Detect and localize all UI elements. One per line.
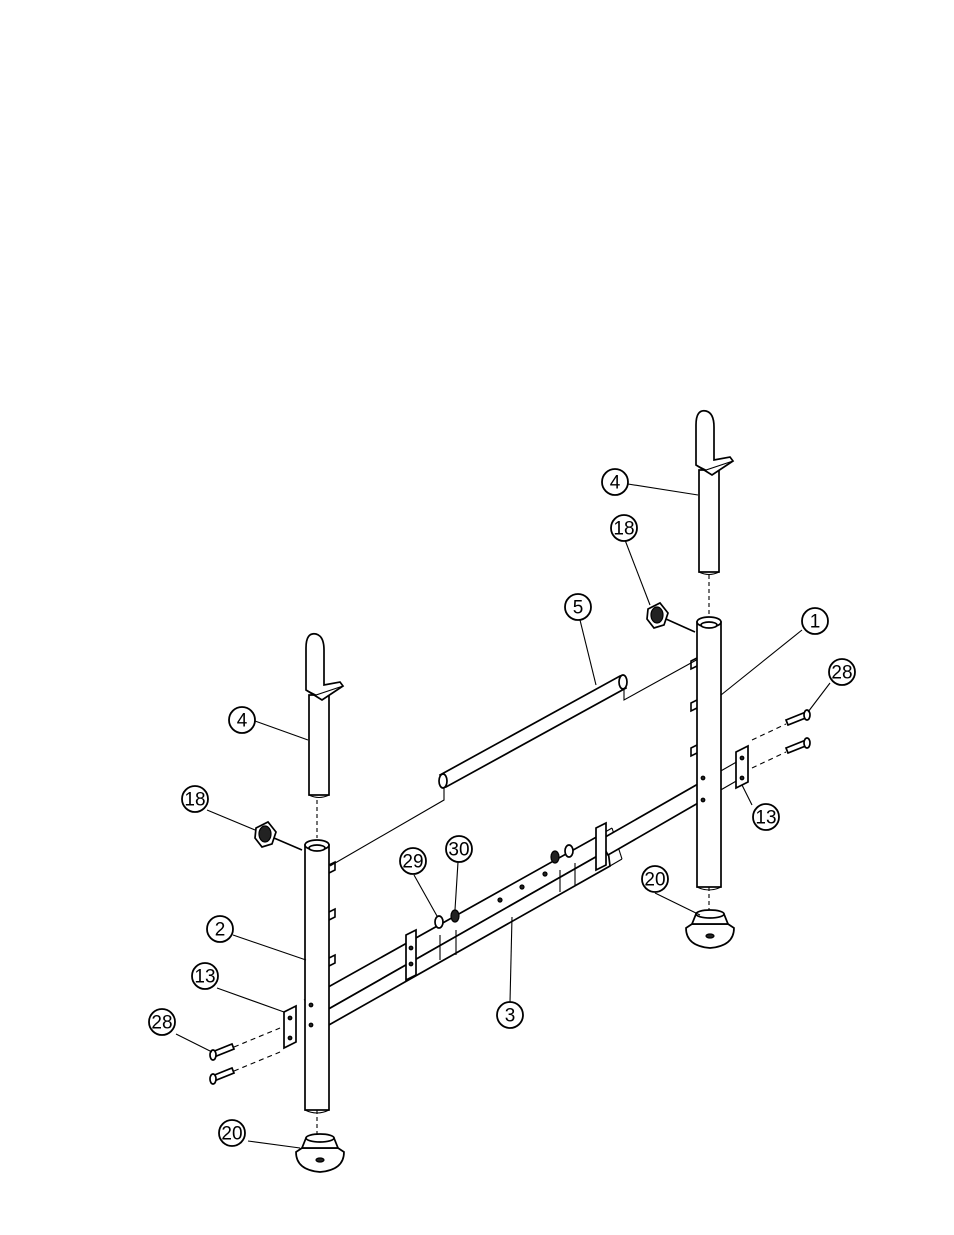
right-post-part-4	[696, 411, 733, 575]
callout-28-right-label: 28	[831, 663, 852, 684]
callout-20-right-label: 20	[644, 870, 665, 891]
callout-1: 1	[802, 608, 828, 634]
left-bracket-part-13	[284, 1006, 296, 1048]
right-knob-part-18	[647, 603, 695, 632]
callout-29: 29	[400, 848, 426, 874]
left-leg-part-2	[305, 800, 335, 1140]
callout-18-left-label: 18	[184, 790, 205, 811]
callout-28-left-label: 28	[151, 1013, 172, 1034]
left-foot-part-20	[296, 1134, 344, 1172]
callout-18-right-label: 18	[613, 519, 634, 540]
callout-20-left-label: 20	[221, 1124, 242, 1145]
right-bolts-part-28	[752, 710, 810, 768]
right-foot-part-20	[686, 910, 734, 948]
left-bolts-part-28	[210, 1028, 280, 1084]
callout-30-label: 30	[448, 840, 469, 861]
callout-20-right: 20	[642, 866, 668, 892]
callout-4-right-label: 4	[610, 473, 621, 494]
crossbar-part-3	[305, 760, 745, 1030]
callout-4-left-label: 4	[237, 711, 248, 732]
right-leg-part-1	[691, 575, 721, 912]
callout-5-label: 5	[573, 598, 584, 619]
leader-lines	[176, 484, 830, 1148]
callout-4-right: 4	[602, 469, 628, 495]
left-knob-part-18	[255, 822, 302, 850]
callout-30: 30	[446, 836, 472, 862]
callout-3-label: 3	[505, 1006, 516, 1027]
callout-13-right-label: 13	[755, 808, 776, 829]
callout-13-left: 13	[192, 963, 218, 989]
callout-2-label: 2	[215, 920, 226, 941]
callout-29-label: 29	[402, 852, 423, 873]
callout-13-right: 13	[753, 804, 779, 830]
callout-2: 2	[207, 916, 233, 942]
callout-28-right: 28	[829, 659, 855, 685]
callout-1-label: 1	[810, 612, 821, 633]
callout-20-left: 20	[219, 1120, 245, 1146]
right-bracket-part-13	[736, 746, 748, 788]
callout-28-left: 28	[149, 1009, 175, 1035]
callout-13-left-label: 13	[194, 967, 215, 988]
callout-4-left: 4	[229, 707, 255, 733]
left-post-part-4	[306, 634, 343, 798]
callout-18-left: 18	[182, 786, 208, 812]
callout-5: 5	[565, 594, 591, 620]
callout-3: 3	[497, 1002, 523, 1028]
callout-18-right: 18	[611, 515, 637, 541]
